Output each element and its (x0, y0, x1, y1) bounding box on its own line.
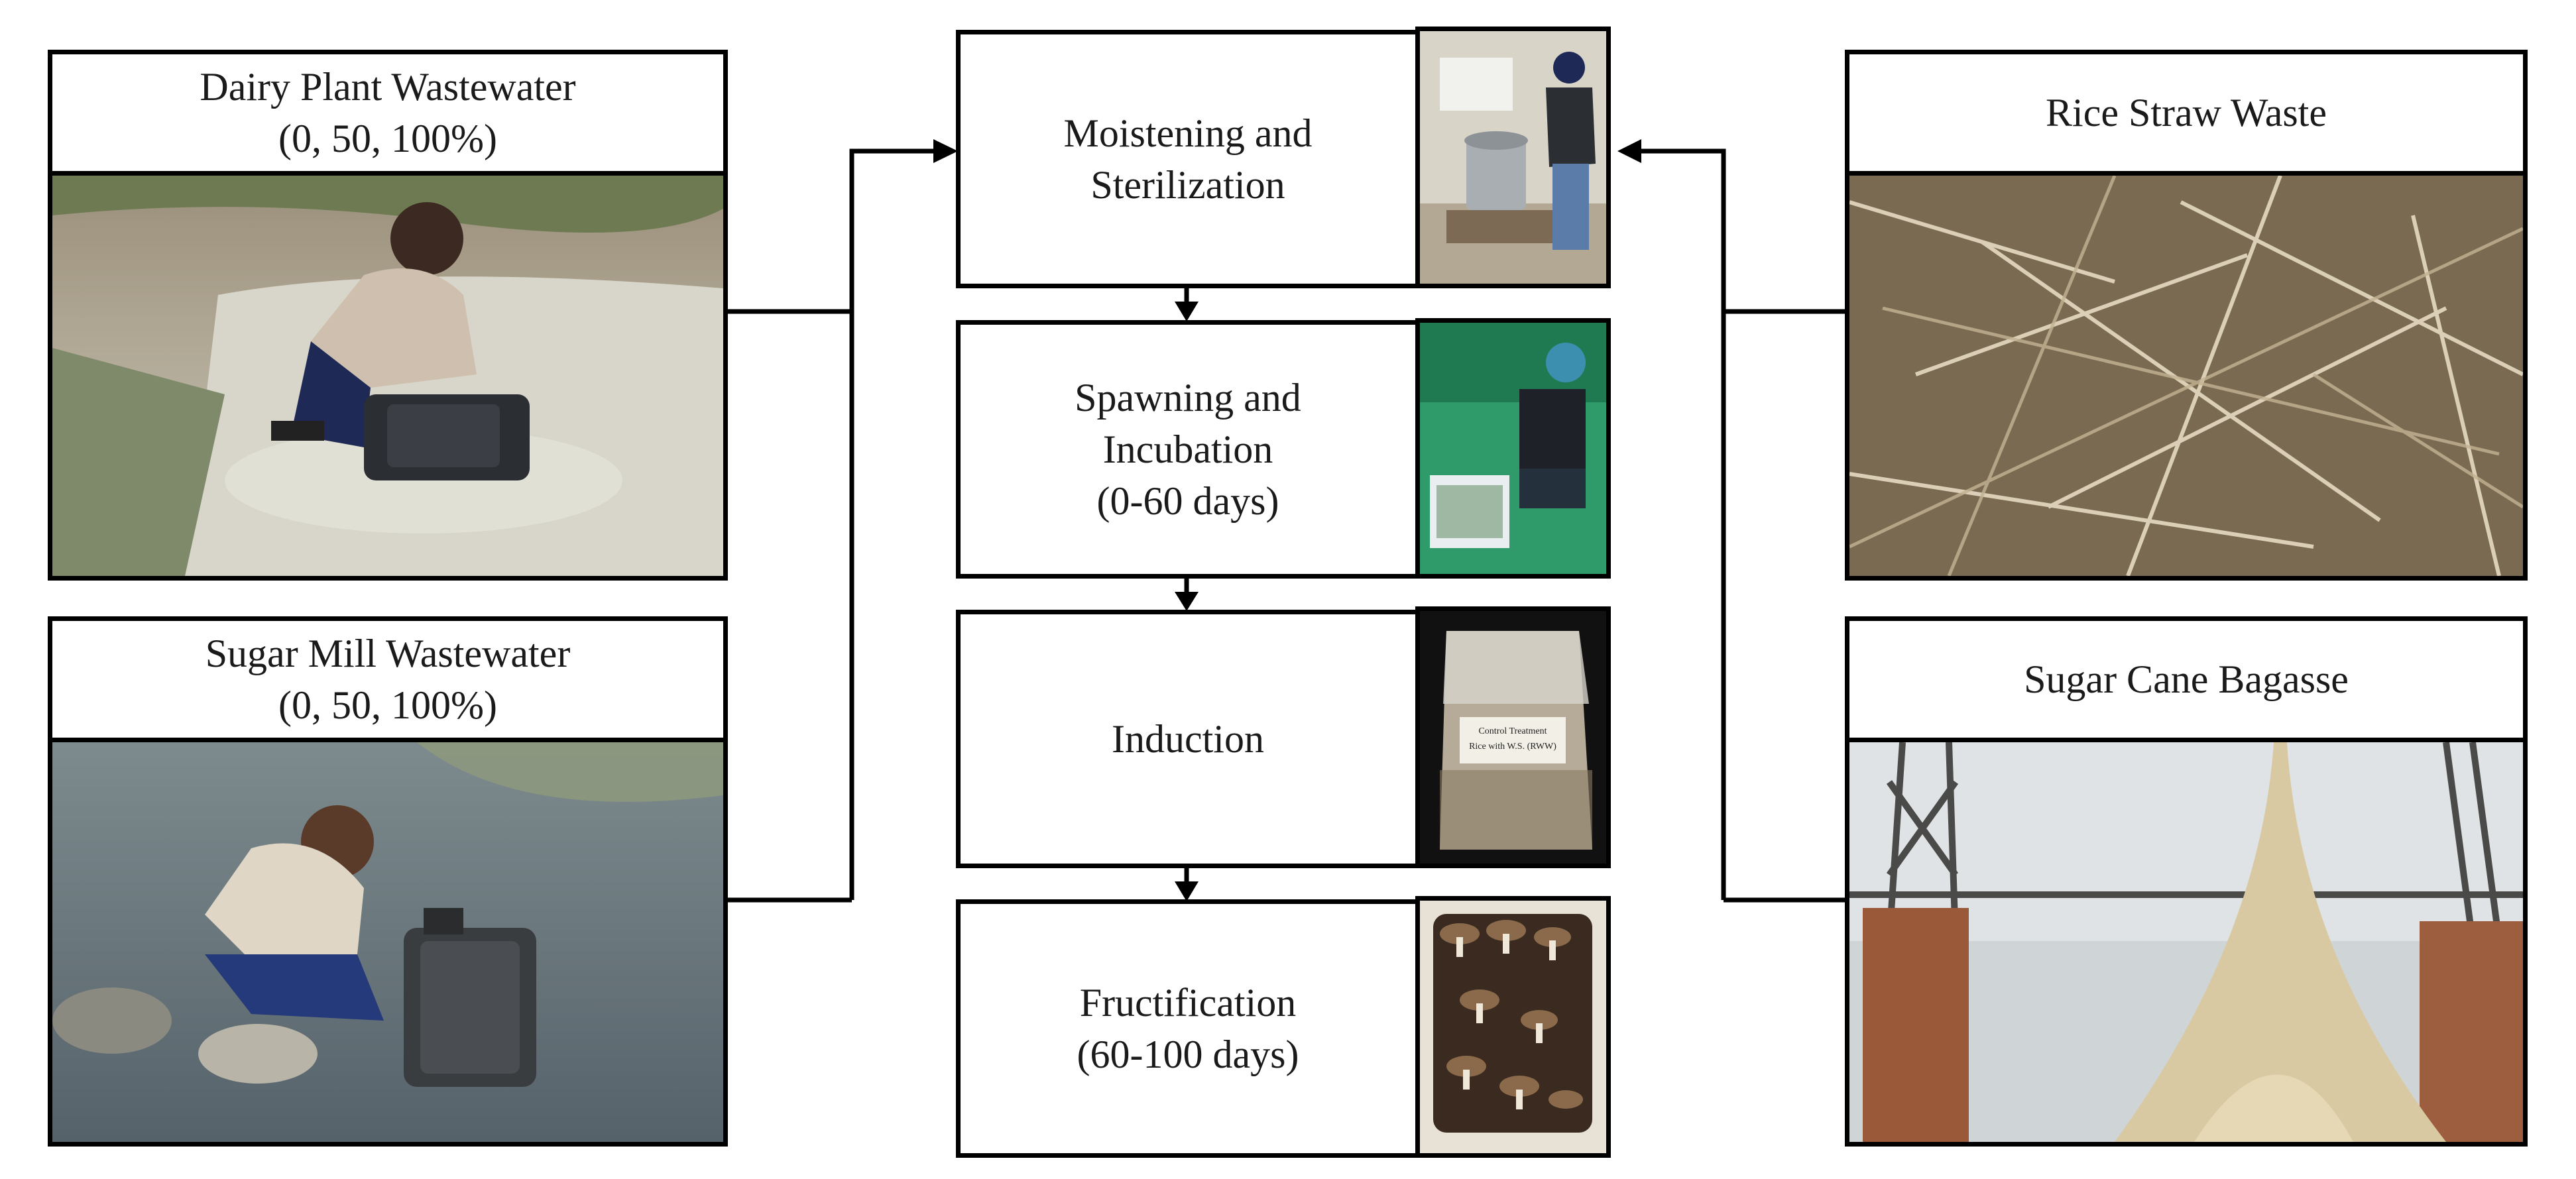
step-2-line2: Incubation (1102, 427, 1273, 471)
dairy-wastewater-title: Dairy Plant Wastewater (200, 65, 576, 109)
step-moistening-sterilization: Moistening and Sterilization (956, 30, 1420, 288)
spawning-photo (1415, 318, 1611, 579)
step-1-line2: Sterilization (1090, 163, 1285, 207)
step-4-line2: (60-100 days) (1077, 1033, 1299, 1076)
rice-straw-photo (1845, 171, 2528, 581)
step-2-line3: (0-60 days) (1096, 479, 1279, 523)
dairy-wastewater-label: Dairy Plant Wastewater (0, 50, 100%) (48, 50, 728, 176)
left-connector (728, 148, 933, 903)
dairy-wastewater-ratio: (0, 50, 100%) (278, 117, 497, 160)
step-2-line1: Spawning and (1075, 376, 1301, 420)
bag-label-line2: Rice with W.S. (RWW) (1469, 742, 1556, 752)
bagasse-title: Sugar Cane Bagasse (2024, 657, 2349, 701)
rice-straw-label: Rice Straw Waste (1845, 50, 2528, 176)
step-spawning-incubation: Spawning and Incubation (0-60 days) (956, 320, 1420, 579)
right-arrowhead (1617, 139, 1641, 163)
step-induction: Induction (956, 610, 1420, 868)
step-1-line1: Moistening and (1063, 111, 1313, 155)
step-3-line1: Induction (1112, 717, 1264, 761)
step-fructification: Fructification (60-100 days) (956, 899, 1420, 1158)
dairy-wastewater-collection-photo (48, 171, 728, 581)
right-connector (1641, 148, 1845, 903)
substrate-bag-photo: Control Treatment Rice with W.S. (RWW) (1415, 606, 1611, 868)
sugar-mill-wastewater-ratio: (0, 50, 100%) (278, 683, 497, 727)
sugar-cane-bagasse-photo (1845, 738, 2528, 1147)
sugar-mill-wastewater-title: Sugar Mill Wastewater (205, 632, 571, 675)
bag-label-line1: Control Treatment (1478, 726, 1547, 736)
step-4-line1: Fructification (1079, 981, 1297, 1025)
autoclave-sterilization-photo (1415, 27, 1611, 288)
rice-straw-title: Rice Straw Waste (2046, 91, 2327, 135)
sugar-mill-wastewater-collection-photo (48, 738, 728, 1147)
arrow-1-2 (1175, 302, 1199, 321)
arrow-3-4 (1175, 881, 1199, 901)
left-arrowhead (933, 139, 958, 163)
sugar-mill-wastewater-label: Sugar Mill Wastewater (0, 50, 100%) (48, 616, 728, 742)
mushroom-fruiting-photo (1415, 896, 1611, 1158)
bagasse-label: Sugar Cane Bagasse (1845, 616, 2528, 742)
arrow-2-3 (1175, 592, 1199, 611)
